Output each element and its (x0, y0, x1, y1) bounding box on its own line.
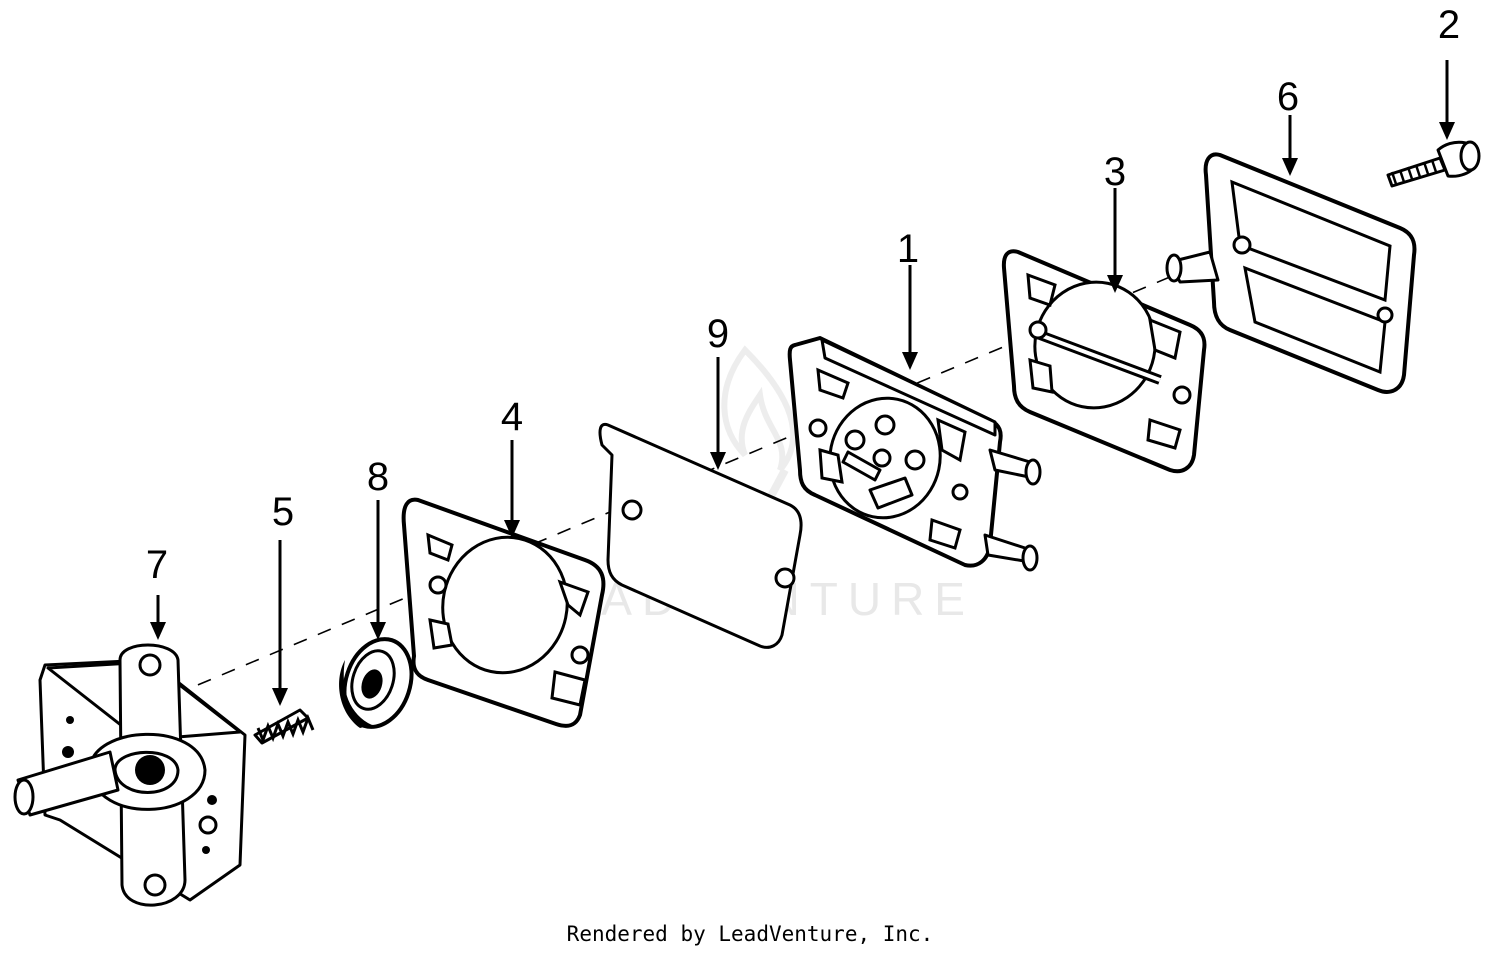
cover-plate-part (1165, 152, 1417, 394)
rendered-by-footer: Rendered by LeadVenture, Inc. (566, 922, 934, 946)
pump-body-part (13, 643, 247, 907)
valve-gasket-part (1001, 249, 1207, 474)
callout-7: 7 (146, 543, 168, 587)
callout-4: 4 (501, 395, 523, 439)
callout-5: 5 (272, 490, 294, 534)
callout-9: 9 (707, 312, 729, 356)
callout-3: 3 (1104, 150, 1126, 194)
pump-housing-part (787, 336, 1042, 572)
diaphragm-gasket-part (401, 497, 606, 728)
callout-1: 1 (897, 227, 919, 271)
callout-8: 8 (367, 455, 389, 499)
spring-part (253, 708, 315, 745)
callout-6: 6 (1277, 75, 1299, 119)
callout-2: 2 (1438, 3, 1460, 47)
callout-arrows (150, 60, 1455, 706)
flat-gasket-part (598, 422, 803, 649)
seal-cup-part (339, 637, 414, 729)
screw-part (1386, 140, 1481, 188)
